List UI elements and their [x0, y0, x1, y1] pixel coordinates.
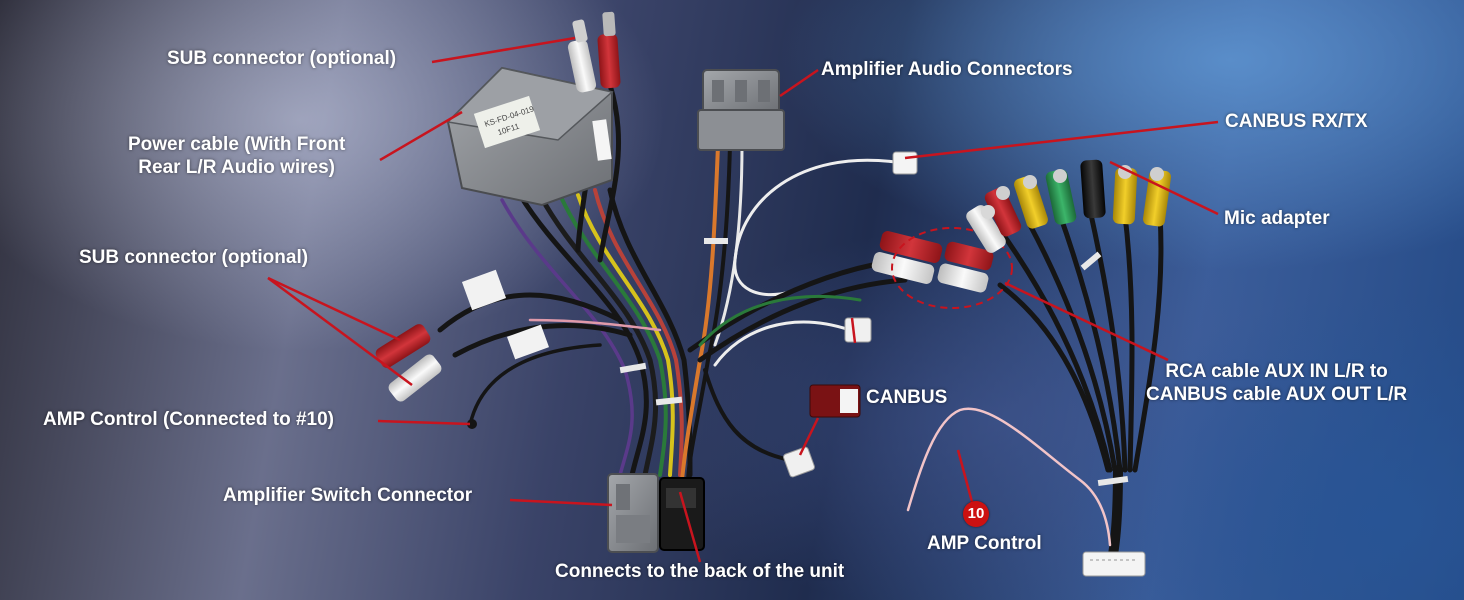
amplifier-audio-connector	[697, 69, 785, 151]
label-amplifier-audio-connectors: Amplifier Audio Connectors	[821, 59, 1073, 80]
cable-ties	[619, 238, 1129, 487]
label-amplifier-switch-connector: Amplifier Switch Connector	[223, 485, 473, 506]
rca-plug-sub-left	[375, 269, 550, 402]
label-canbus: CANBUS	[866, 387, 948, 408]
label-rca-aux-line2: CANBUS cable AUX OUT L/R	[1146, 384, 1408, 405]
multi-pin-plug	[1082, 551, 1146, 577]
canbus-rxtx-plug	[892, 151, 918, 175]
label-rca-aux-line1: RCA cable AUX IN L/R to	[1165, 361, 1388, 382]
power-cable-box: KS-FD-04-019 10F11	[446, 66, 614, 207]
label-mic-adapter: Mic adapter	[1224, 208, 1330, 229]
canbus-box	[809, 384, 861, 418]
canbus-lower-plug	[783, 446, 815, 478]
rca-plugs-fan	[966, 159, 1172, 253]
rca-plug-sub-top	[567, 11, 621, 93]
label-sub-connector-left: SUB connector (optional)	[79, 247, 309, 268]
label-canbus-rxtx: CANBUS RX/TX	[1225, 111, 1368, 132]
amplifier-switch-connector	[607, 473, 705, 553]
label-connects-to-back: Connects to the back of the unit	[555, 561, 845, 582]
label-amp-control-connected: AMP Control (Connected to #10)	[43, 409, 334, 430]
label-power-cable-line2: Rear L/R Audio wires)	[138, 157, 335, 178]
label-power-cable-line1: Power cable (With Front	[128, 134, 346, 155]
label-power-cable: Power cable (With Front Rear L/R Audio w…	[128, 133, 345, 179]
number-badge-10: 10	[963, 501, 989, 527]
leader-lines	[267, 36, 1219, 563]
label-rca-aux: RCA cable AUX IN L/R to CANBUS cable AUX…	[1146, 360, 1407, 406]
canbus-white-plug	[844, 317, 872, 343]
rca-plugs-aux	[871, 227, 1013, 309]
amp-control-wire-tip	[467, 419, 477, 429]
label-sub-connector-top: SUB connector (optional)	[167, 48, 397, 69]
label-amp-control: AMP Control	[927, 533, 1042, 554]
